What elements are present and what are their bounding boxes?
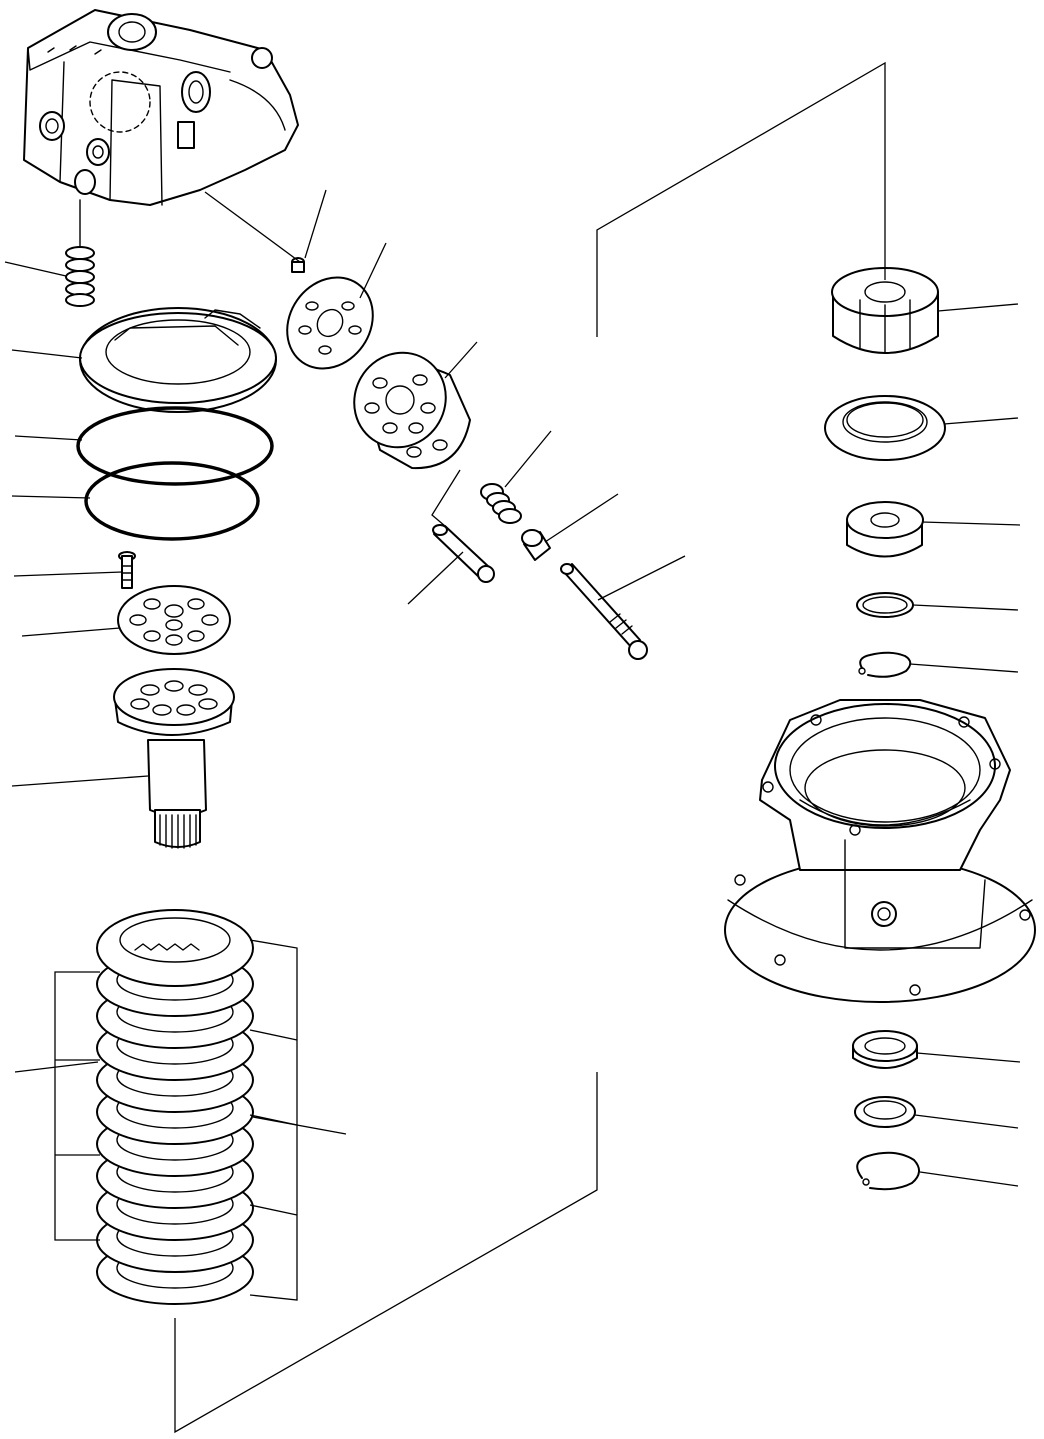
sleeve — [521, 529, 551, 561]
relief-shaft — [560, 563, 648, 660]
carrier-housing — [724, 699, 1036, 1003]
assembly-link-housing — [204, 191, 301, 263]
oil-seal — [852, 1030, 918, 1069]
screw — [118, 551, 136, 589]
piston-spring — [480, 483, 522, 524]
cylinder-block-center — [353, 351, 471, 470]
snap-ring-lower — [856, 1151, 920, 1191]
shim — [856, 592, 914, 618]
brake-piston-ring — [79, 307, 277, 413]
assembly-link-cylinder — [431, 469, 461, 527]
washer — [854, 1096, 916, 1128]
valve-plate — [117, 585, 231, 655]
cylinder-block-shaft — [113, 668, 235, 849]
motor-housing — [23, 9, 299, 206]
plate-group-brackets — [54, 939, 298, 1301]
o-ring-large — [76, 406, 274, 486]
pin — [291, 257, 305, 273]
snap-ring-upper — [858, 651, 912, 678]
roller-bearing-large — [831, 267, 939, 354]
leader-lines — [4, 189, 1021, 1187]
o-ring-small — [84, 461, 260, 541]
valve-plate-center — [286, 276, 374, 370]
bearing-cup — [824, 395, 946, 461]
roller-bearing-small — [846, 501, 924, 558]
spring-stack — [65, 199, 95, 307]
piston — [432, 524, 495, 583]
brake-plate-stack — [96, 909, 254, 1305]
assembly-boundary-lines — [174, 61, 886, 1434]
